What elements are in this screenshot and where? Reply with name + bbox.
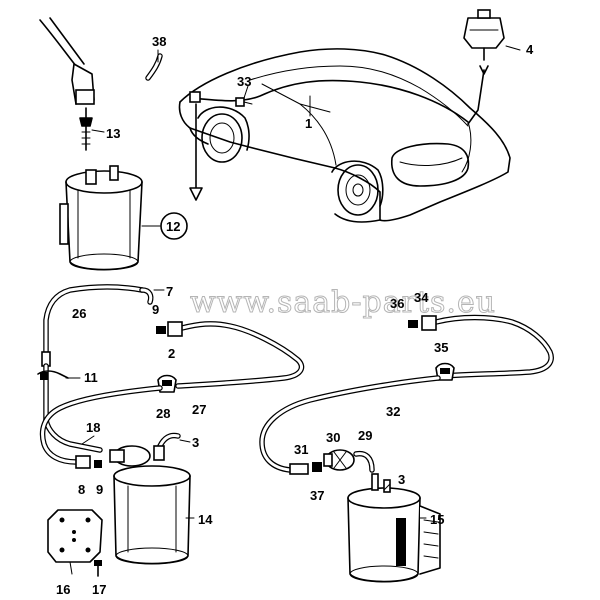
callout-2: 2 [168, 346, 175, 361]
callout-14: 14 [198, 512, 213, 527]
callout-4: 4 [526, 42, 534, 57]
callout-9-top: 9 [152, 302, 159, 317]
callout-34: 34 [414, 290, 429, 305]
callout-36: 36 [390, 296, 404, 311]
arrow-down-icon [189, 103, 203, 201]
part-15-charcoal-canister [347, 473, 441, 583]
callout-18: 18 [86, 420, 100, 435]
callout-7: 7 [166, 284, 173, 299]
callout-32: 32 [386, 404, 400, 419]
callout-26: 26 [72, 306, 86, 321]
left-hose-system [37, 284, 305, 469]
callout-8: 8 [78, 482, 85, 497]
callout-31: 31 [294, 442, 308, 457]
part-38-hose [145, 53, 163, 81]
leader-lines [65, 45, 521, 575]
callout-27: 27 [192, 402, 206, 417]
callout-15: 15 [430, 512, 444, 527]
callout-29: 29 [358, 428, 372, 443]
callout-1: 1 [305, 116, 312, 131]
callout-9-bottom: 9 [96, 482, 103, 497]
callout-35: 35 [434, 340, 448, 355]
callout-12: 12 [166, 219, 180, 234]
callout-28: 28 [156, 406, 170, 421]
callout-33: 33 [237, 74, 251, 89]
callout-16: 16 [56, 582, 70, 597]
part-12-charcoal-canister [39, 17, 143, 271]
part-17-screw [94, 560, 102, 577]
callout-13: 13 [106, 126, 120, 141]
right-hose-system [259, 314, 554, 475]
callout-17: 17 [92, 582, 106, 597]
callout-38: 38 [152, 34, 166, 49]
part-16-bracket [47, 509, 103, 563]
car-illustration [178, 48, 511, 223]
part-4-check-valve [463, 9, 505, 125]
callout-30: 30 [326, 430, 340, 445]
callout-12-circle [160, 212, 188, 240]
callout-37: 37 [310, 488, 324, 503]
callout-labels: 1 33 38 4 13 12 7 26 9 2 11 28 27 18 3 8… [56, 34, 534, 597]
part-14-charcoal-canister [113, 465, 191, 565]
callout-3-right: 3 [398, 472, 405, 487]
callout-11: 11 [84, 370, 98, 385]
callout-3-left: 3 [192, 435, 199, 450]
part-33-valve [189, 91, 253, 107]
watermark-text: www.saab-parts.eu [190, 285, 496, 320]
